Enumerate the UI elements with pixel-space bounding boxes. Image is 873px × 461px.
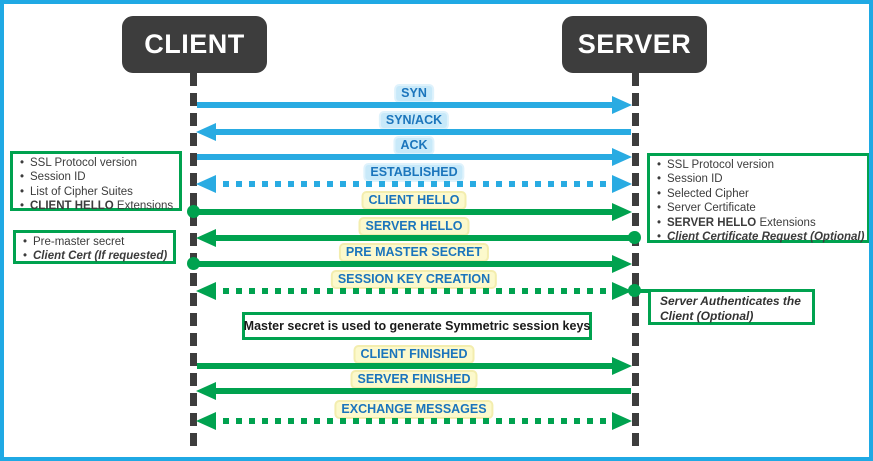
arrowhead-right-icon [612,96,632,114]
note-item: Client Cert (If requested) [22,249,169,264]
arrow-line [197,261,618,267]
server-actor-box: SERVER [562,16,707,73]
note-item: SSL Protocol version [19,156,175,171]
arrow-line [210,181,618,187]
arrow-exchange-messages-label: EXCHANGE MESSAGES [336,402,492,417]
arrowhead-right-icon [612,357,632,375]
note-item: Client Certificate Request (Optional) [656,230,864,245]
arrow-syn-ack-label: SYN/ACK [380,113,448,128]
arrow-line [210,129,631,135]
arrowhead-right-icon [612,255,632,273]
note-item: SSL Protocol version [656,158,863,173]
arrow-client-finished-label: CLIENT FINISHED [355,347,473,362]
arrowhead-left-icon [196,412,216,430]
arrow-line [210,418,618,424]
arrow-session-key-creation-label: SESSION KEY CREATION [332,272,496,287]
arrowhead-left-icon [196,123,216,141]
note-item: Selected Cipher [656,187,863,202]
arrow-line [197,102,618,108]
server-actor-label: SERVER [577,29,692,59]
server-auth-connector-line [634,289,652,293]
arrow-established-label: ESTABLISHED [365,165,463,180]
arrowhead-right-icon [612,203,632,221]
arrowhead-right-icon [612,148,632,166]
arrow-server-finished-label: SERVER FINISHED [352,372,476,387]
arrow-line [210,288,618,294]
client-actor-box: CLIENT [122,16,267,73]
arrow-pre-master-secret-label: PRE MASTER SECRET [340,245,488,260]
note-item: List of Cipher Suites [19,185,175,200]
pre-master-note-list: Pre-master secret Client Cert (If reques… [16,235,173,264]
note-item: Session ID [656,172,863,187]
arrowhead-left-icon [196,229,216,247]
arrowhead-right-icon [612,175,632,193]
origin-dot-icon [187,257,200,270]
master-secret-note-text: Master secret is used to generate Symmet… [243,318,591,333]
client-hello-note: SSL Protocol version Session ID List of … [10,151,182,214]
arrow-line [197,363,618,369]
arrow-ack-label: ACK [395,138,433,153]
client-actor-label: CLIENT [144,29,245,59]
arrow-line [210,388,631,394]
note-item: CLIENT HELLO Extensions [19,199,175,214]
arrow-line [210,235,631,241]
server-hello-note: SSL Protocol version Session ID Selected… [647,153,869,245]
note-item: Pre-master secret [22,235,169,250]
master-secret-note: Master secret is used to generate Symmet… [242,312,592,340]
arrow-syn-label: SYN [396,86,432,101]
origin-dot-icon [187,205,200,218]
arrow-client-hello-label: CLIENT HELLO [363,193,465,208]
server-hello-note-list: SSL Protocol version Session ID Selected… [650,158,867,245]
server-auth-note-text: Server Authenticates the Client (Optiona… [660,294,801,323]
server-lifeline [632,73,639,450]
pre-master-note: Pre-master secret Client Cert (If reques… [13,230,176,264]
server-auth-note: Server Authenticates the Client (Optiona… [648,289,815,325]
arrowhead-right-icon [612,412,632,430]
arrow-server-hello-label: SERVER HELLO [360,219,468,234]
arrowhead-right-icon [612,282,632,300]
arrow-line [197,209,618,215]
arrow-line [197,154,618,160]
origin-dot-icon [628,231,641,244]
arrowhead-left-icon [196,382,216,400]
note-item: SERVER HELLO Extensions [656,216,863,231]
arrowhead-left-icon [196,175,216,193]
client-hello-note-list: SSL Protocol version Session ID List of … [13,156,179,214]
note-item: Server Certificate [656,201,863,216]
arrowhead-left-icon [196,282,216,300]
note-item: Session ID [19,170,175,185]
